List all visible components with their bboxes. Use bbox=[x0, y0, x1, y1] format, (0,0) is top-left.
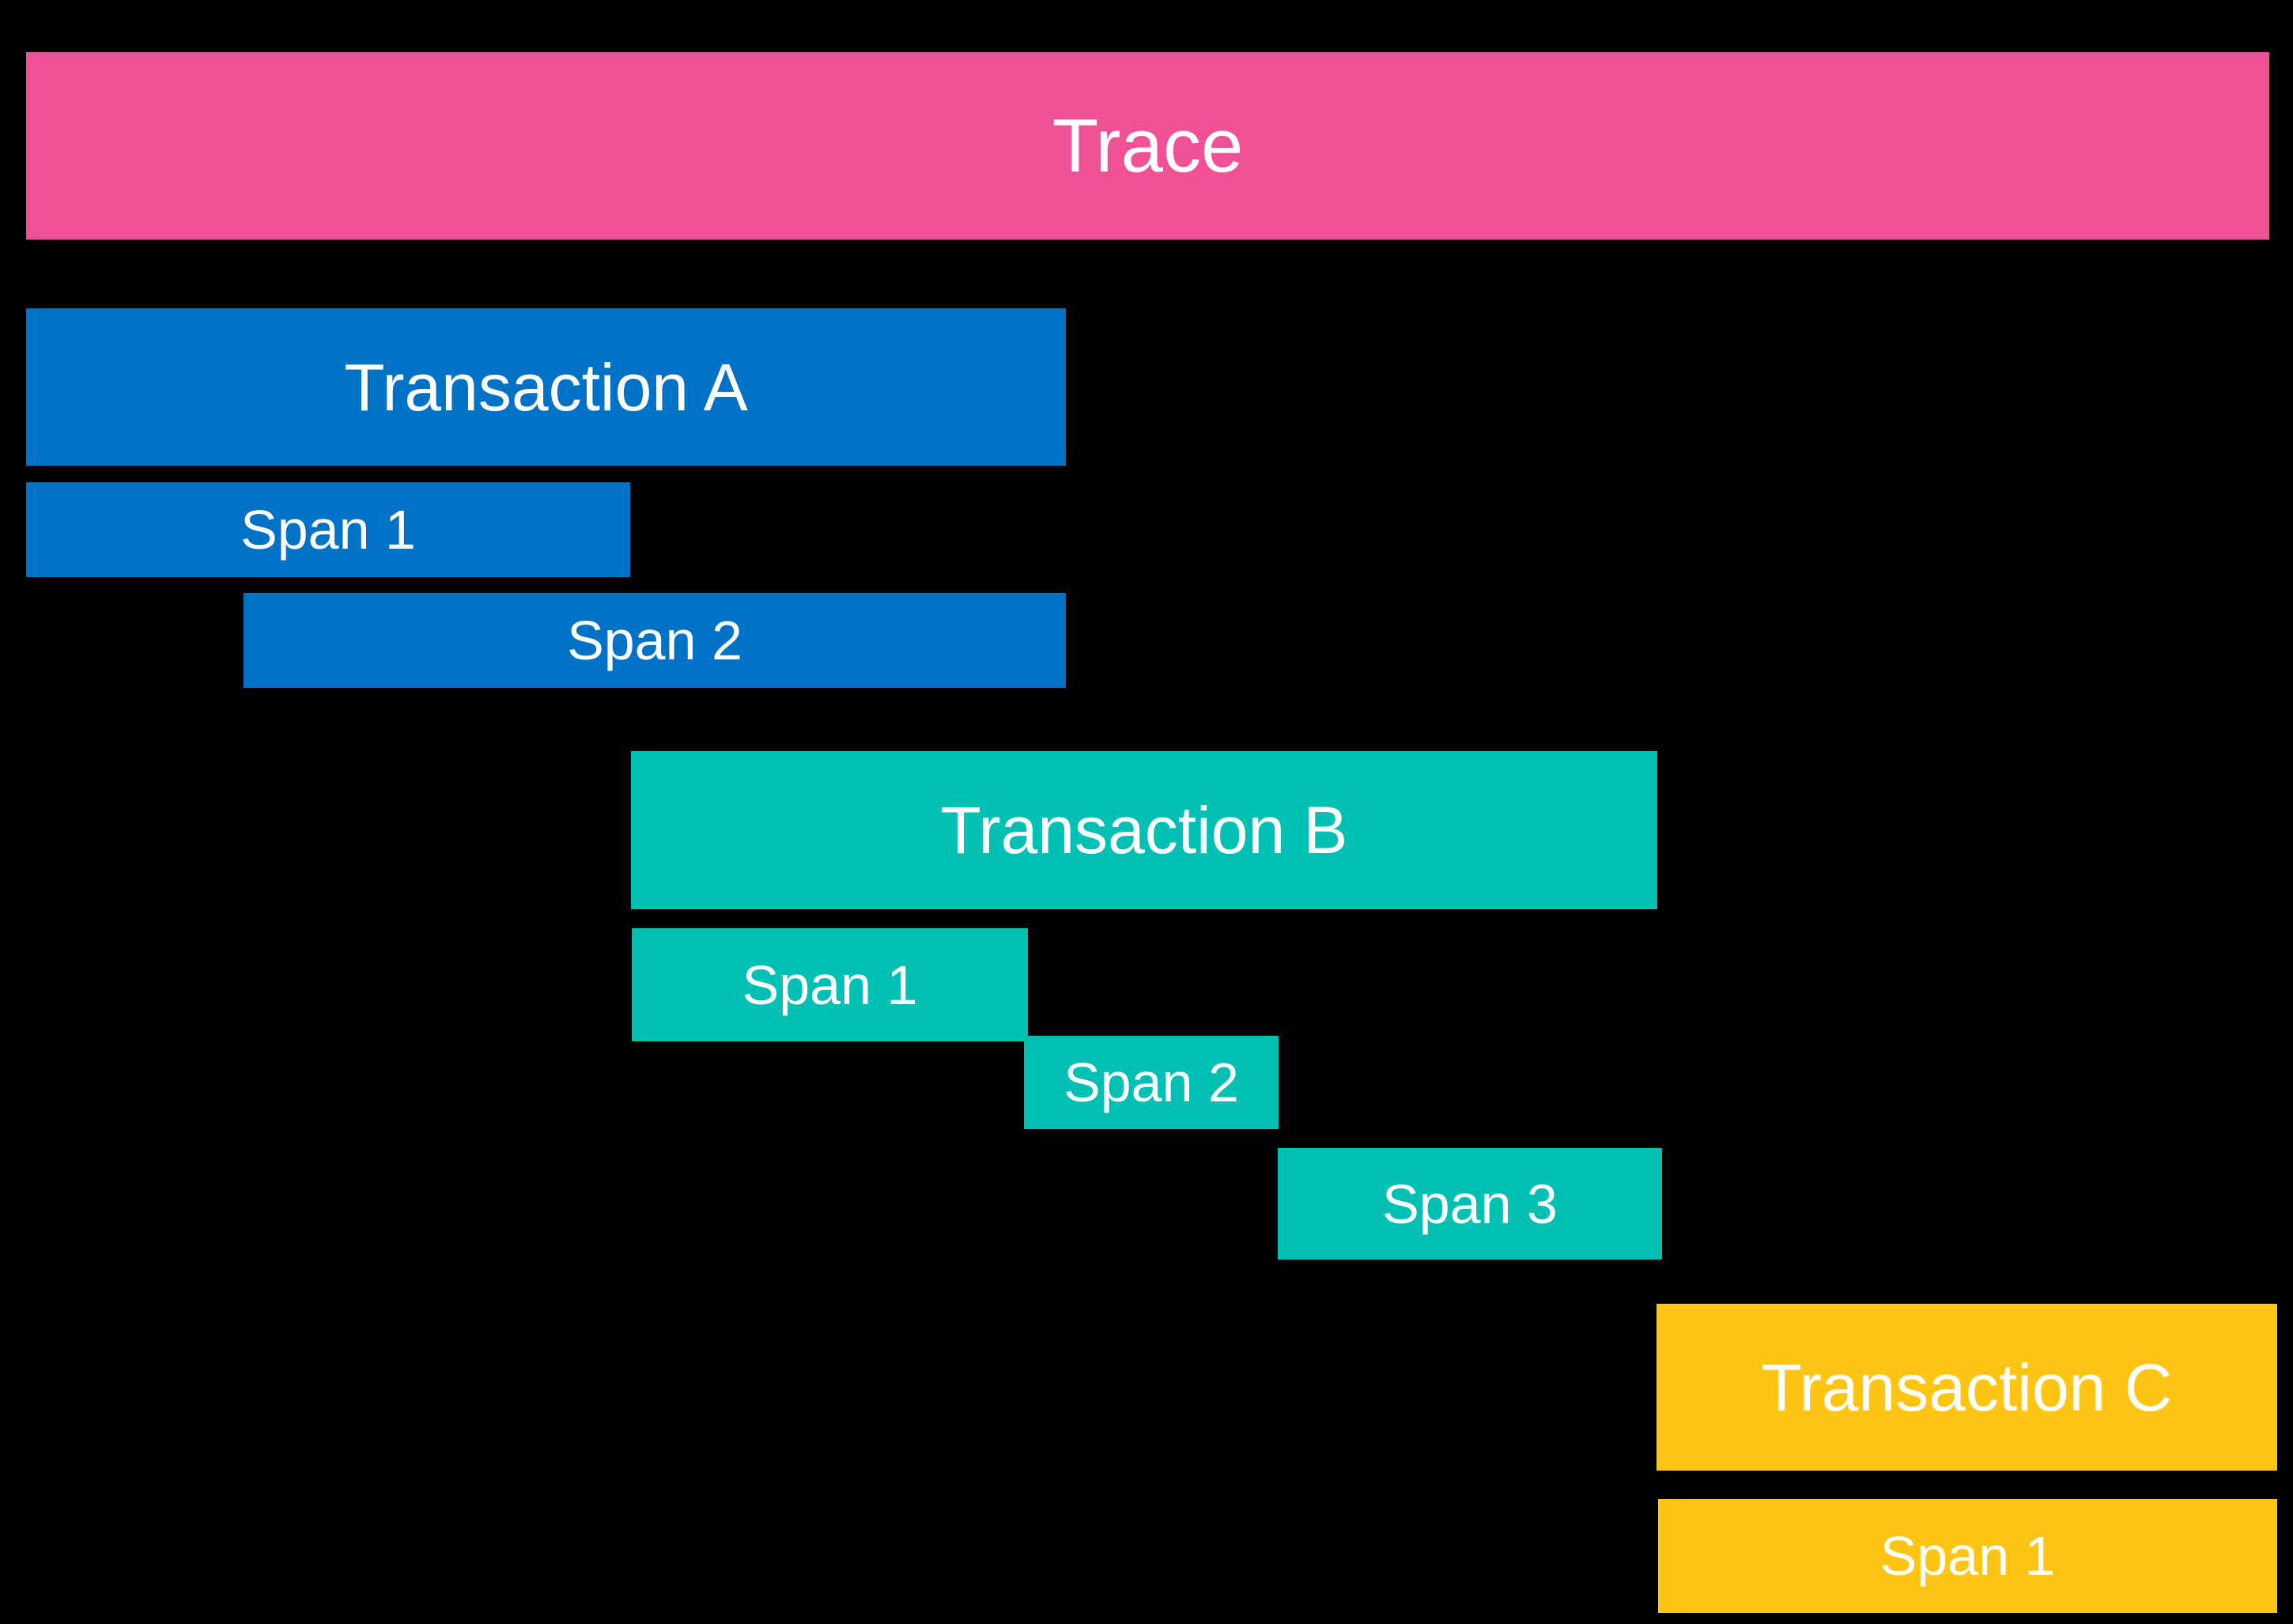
bar-transaction-a-span-2[interactable]: Span 2 bbox=[244, 593, 1066, 688]
bar-transaction-b-span-3[interactable]: Span 3 bbox=[1278, 1148, 1662, 1260]
bar-label-transaction-b-span-2: Span 2 bbox=[1063, 1052, 1239, 1113]
bar-label-transaction-c-span-1: Span 1 bbox=[1879, 1525, 2056, 1587]
bar-transaction-c-span-1[interactable]: Span 1 bbox=[1658, 1499, 2277, 1613]
bar-transaction-a-span-1[interactable]: Span 1 bbox=[26, 482, 630, 577]
bar-transaction-a[interactable]: Transaction A bbox=[26, 308, 1066, 466]
bar-transaction-b[interactable]: Transaction B bbox=[631, 751, 1657, 909]
bar-transaction-b-span-1[interactable]: Span 1 bbox=[632, 928, 1028, 1041]
bar-label-transaction-c: Transaction C bbox=[1761, 1350, 2173, 1425]
bar-label-transaction-b-span-3: Span 3 bbox=[1382, 1173, 1558, 1235]
bar-label-transaction-b: Transaction B bbox=[940, 793, 1348, 867]
bar-label-transaction-a-span-2: Span 2 bbox=[567, 610, 742, 671]
bar-label-transaction-b-span-1: Span 1 bbox=[742, 954, 918, 1016]
bar-trace[interactable]: Trace bbox=[26, 52, 2269, 240]
bar-label-transaction-a-span-1: Span 1 bbox=[240, 499, 416, 561]
bar-label-transaction-a: Transaction A bbox=[344, 349, 748, 425]
bar-transaction-b-span-2[interactable]: Span 2 bbox=[1024, 1036, 1279, 1129]
bar-label-trace: Trace bbox=[1052, 103, 1244, 188]
bar-transaction-c[interactable]: Transaction C bbox=[1656, 1304, 2277, 1471]
